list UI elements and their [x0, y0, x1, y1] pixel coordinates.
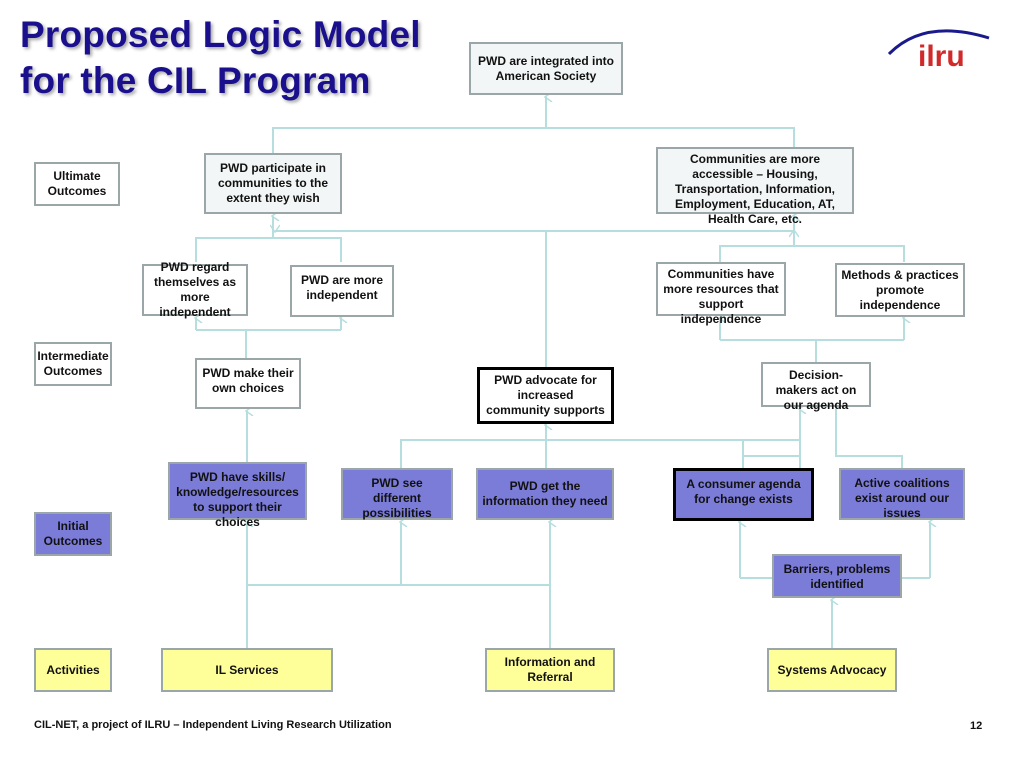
- connector-decision-up: [720, 339, 817, 362]
- slide-title: Proposed Logic Model for the CIL Program: [20, 12, 421, 104]
- label-initial-outcomes: Initial Outcomes: [34, 512, 112, 556]
- label-activities: Activities: [34, 648, 112, 692]
- ilru-logo: ilru: [887, 29, 990, 73]
- box-decision-makers: Decision- makers act on our agenda: [761, 362, 871, 412]
- title-line-2: for the CIL Program: [20, 60, 371, 101]
- label-ultimate-outcomes: Ultimate Outcomes: [34, 162, 120, 206]
- box-integrated: PWD are integrated into American Society: [469, 42, 623, 95]
- connector-row2-right: [719, 245, 905, 262]
- box-more-independent: PWD are more independent: [290, 265, 394, 317]
- connector-initial-to-advocate: [400, 439, 801, 468]
- title-line-1: Proposed Logic Model: [20, 14, 421, 55]
- box-barriers: Barriers, problems identified: [772, 554, 902, 598]
- box-info-referral: Information and Referral: [485, 648, 615, 692]
- logo-text: ilru: [918, 40, 965, 73]
- footer-text: CIL-NET, a project of ILRU – Independent…: [34, 719, 392, 731]
- box-resources: Communities have more resources that sup…: [656, 262, 786, 326]
- box-skills: PWD have skills/ knowledge/resources to …: [168, 462, 307, 529]
- box-systems-advocacy: Systems Advocacy: [767, 648, 897, 692]
- box-accessible: Communities are more accessible – Housin…: [656, 147, 854, 226]
- box-information: PWD get the information they need: [476, 468, 614, 520]
- box-coalitions: Active coalitions exist around our issue…: [839, 468, 965, 520]
- box-participate: PWD participate in communities to the ex…: [204, 153, 342, 214]
- connector-participate-integrated: [272, 127, 795, 153]
- logo-arc: [887, 29, 990, 56]
- box-regard: PWD regard themselves as more independen…: [142, 260, 248, 319]
- box-advocate: PWD advocate for increased community sup…: [477, 367, 614, 424]
- connector-coalitions-decision: [835, 409, 903, 468]
- connector-agenda-decision: [742, 455, 800, 468]
- connector-row2-left: [195, 237, 342, 262]
- box-methods: Methods & practices promote independence: [835, 263, 965, 317]
- box-possibilities: PWD see different possibilities: [341, 468, 453, 520]
- page-number: 12: [970, 720, 983, 732]
- box-il-services: IL Services: [161, 648, 333, 692]
- connector-choices-up: [196, 329, 247, 358]
- box-agenda: A consumer agenda for change exists: [673, 468, 814, 521]
- box-choices: PWD make their own choices: [195, 358, 301, 409]
- label-intermediate-outcomes: Intermediate Outcomes: [34, 342, 112, 386]
